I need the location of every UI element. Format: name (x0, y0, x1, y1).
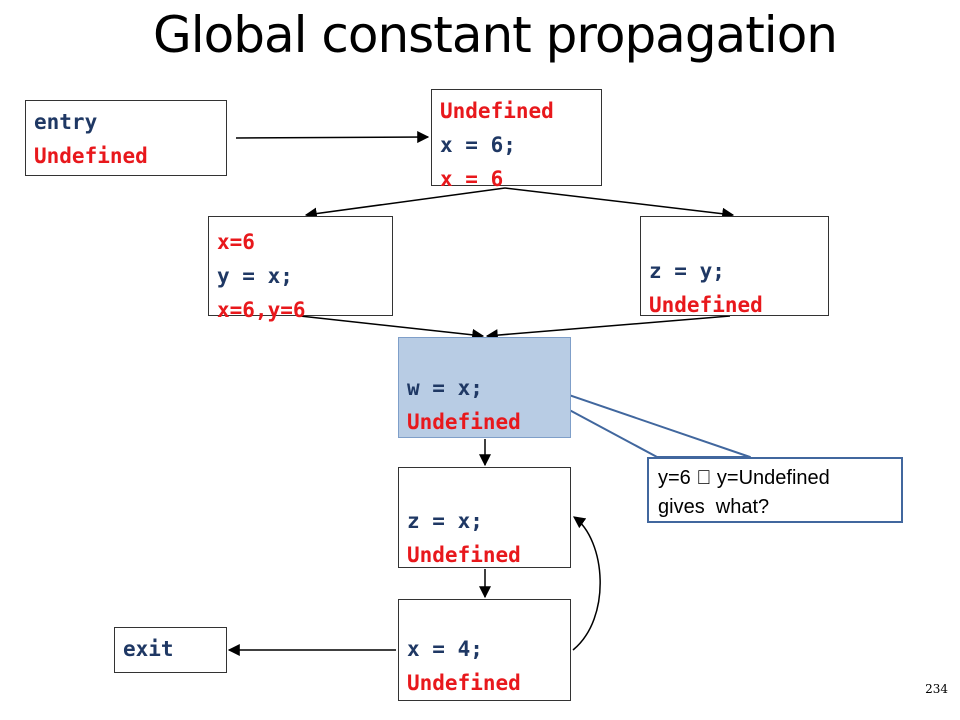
block-assign-x6-in-state: Undefined (440, 99, 554, 123)
block-assign-x6-code: x = 6; (440, 133, 516, 157)
block-assign-y-out-state: x=6,y=6 (217, 298, 306, 322)
callout-line-2: gives what? (658, 496, 770, 518)
edge-b1-b3 (504, 187, 735, 220)
edge-b1-b2 (304, 187, 506, 220)
exit-node: exit (114, 627, 227, 673)
block-assign-y-in-state: x=6 (217, 230, 255, 254)
block-assign-y: x=6 y = x; x=6,y=6 (208, 216, 393, 322)
block-assign-w-code: w = x; (407, 376, 483, 400)
block-assign-w-highlighted: w = x; Undefined (398, 337, 571, 438)
block-assign-z-x-code: z = x; (407, 509, 483, 533)
block-assign-y-code: y = x; (217, 264, 293, 288)
block-assign-x4-code: x = 4; (407, 637, 483, 661)
edge-b2-b4 (299, 315, 485, 341)
exit-label: exit (123, 637, 174, 661)
block-assign-z-y: z = y; Undefined (640, 216, 829, 317)
edge-entry-b1 (235, 131, 430, 144)
block-assign-x4: x = 4; Undefined (398, 599, 571, 701)
slide-title: Global constant propagation (153, 6, 838, 64)
entry-state: Undefined (34, 144, 148, 168)
block-assign-z-y-state: Undefined (649, 293, 763, 317)
block-assign-x4-state: Undefined (407, 671, 521, 695)
edge-b3-b4 (485, 315, 731, 342)
block-assign-x6: Undefined x = 6; x = 6 (431, 89, 602, 191)
block-assign-w-state: Undefined (407, 410, 521, 434)
block-assign-z-x-state: Undefined (407, 543, 521, 567)
meet-question-callout: y=6  y=Undefined gives what? (647, 457, 903, 523)
entry-label: entry (34, 110, 98, 134)
block-assign-x6-out-state: x = 6 (440, 167, 504, 191)
entry-node: entry Undefined (25, 100, 227, 176)
slide-number: 234 (925, 682, 948, 696)
block-assign-z-x: z = x; Undefined (398, 467, 571, 568)
block-assign-z-y-code: z = y; (649, 259, 725, 283)
edge-b6-b5-loop (572, 516, 601, 651)
callout-line-1: y=6  y=Undefined (658, 467, 830, 489)
